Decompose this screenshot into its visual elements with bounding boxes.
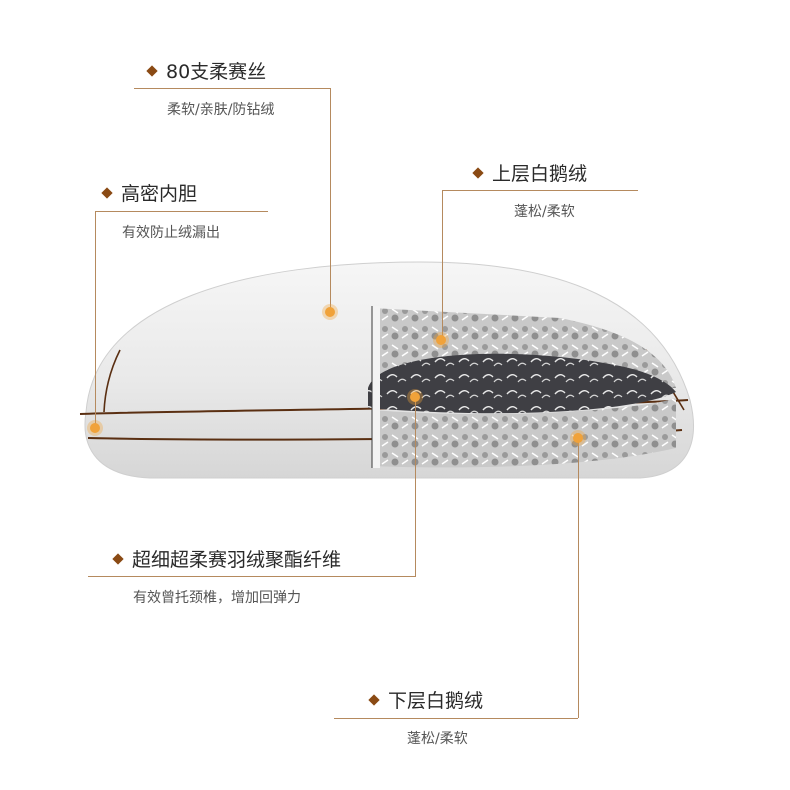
- annotation-fiber-title: 超细超柔赛羽绒聚酯纤维: [112, 545, 342, 572]
- lower-title-text: 下层白鹅绒: [388, 690, 484, 712]
- marker-upper: [436, 335, 446, 345]
- connector-lower-h: [334, 718, 578, 719]
- lower-down-layer: [372, 398, 676, 468]
- fiber-core-layer: [368, 353, 676, 414]
- annotation-lower-title: 下层白鹅绒: [368, 686, 484, 713]
- connector-upper-v: [442, 190, 443, 340]
- marker-fiber: [410, 392, 420, 402]
- annotation-inner-subtitle: 有效防止绒漏出: [122, 225, 220, 241]
- marker-inner: [90, 423, 100, 433]
- annotation-inner-title: 高密内胆: [101, 179, 198, 206]
- diamond-bullet-icon: [146, 64, 158, 77]
- diamond-bullet-icon: [368, 693, 380, 706]
- annotation-lower-subtitle: 蓬松/柔软: [407, 731, 468, 747]
- annotation-silk-title: 80支柔赛丝: [146, 57, 267, 84]
- connector-silk-h: [134, 88, 330, 89]
- upper-title-text: 上层白鹅绒: [492, 163, 588, 185]
- silk-title-text: 80支柔赛丝: [166, 61, 267, 83]
- annotation-silk: 80支柔赛丝: [146, 57, 267, 84]
- diamond-bullet-icon: [101, 186, 113, 199]
- annotation-fiber-subtitle: 有效曾托颈椎，增加回弹力: [133, 590, 301, 606]
- connector-inner-h: [95, 211, 268, 212]
- annotation-silk-subtitle: 柔软/亲肤/防钻绒: [167, 102, 275, 118]
- diamond-bullet-icon: [112, 552, 124, 565]
- annotation-inner: 高密内胆: [101, 179, 198, 206]
- connector-fiber-v: [415, 398, 416, 576]
- connector-upper-h: [442, 190, 638, 191]
- inner-title-text: 高密内胆: [121, 183, 198, 205]
- connector-fiber-h: [88, 576, 416, 577]
- annotation-lower: 下层白鹅绒: [368, 686, 484, 713]
- annotation-upper-subtitle: 蓬松/柔软: [514, 204, 575, 220]
- connector-lower-v: [578, 438, 579, 718]
- annotation-upper-title: 上层白鹅绒: [472, 159, 588, 186]
- annotation-upper: 上层白鹅绒: [472, 159, 588, 186]
- connector-silk-v: [330, 88, 331, 312]
- connector-inner-v: [95, 211, 96, 426]
- annotation-fiber: 超细超柔赛羽绒聚酯纤维: [112, 545, 342, 572]
- marker-lower: [573, 433, 583, 443]
- marker-silk: [325, 307, 335, 317]
- diamond-bullet-icon: [472, 166, 484, 179]
- cutaway-section: [368, 306, 676, 468]
- fiber-title-text: 超细超柔赛羽绒聚酯纤维: [132, 549, 342, 571]
